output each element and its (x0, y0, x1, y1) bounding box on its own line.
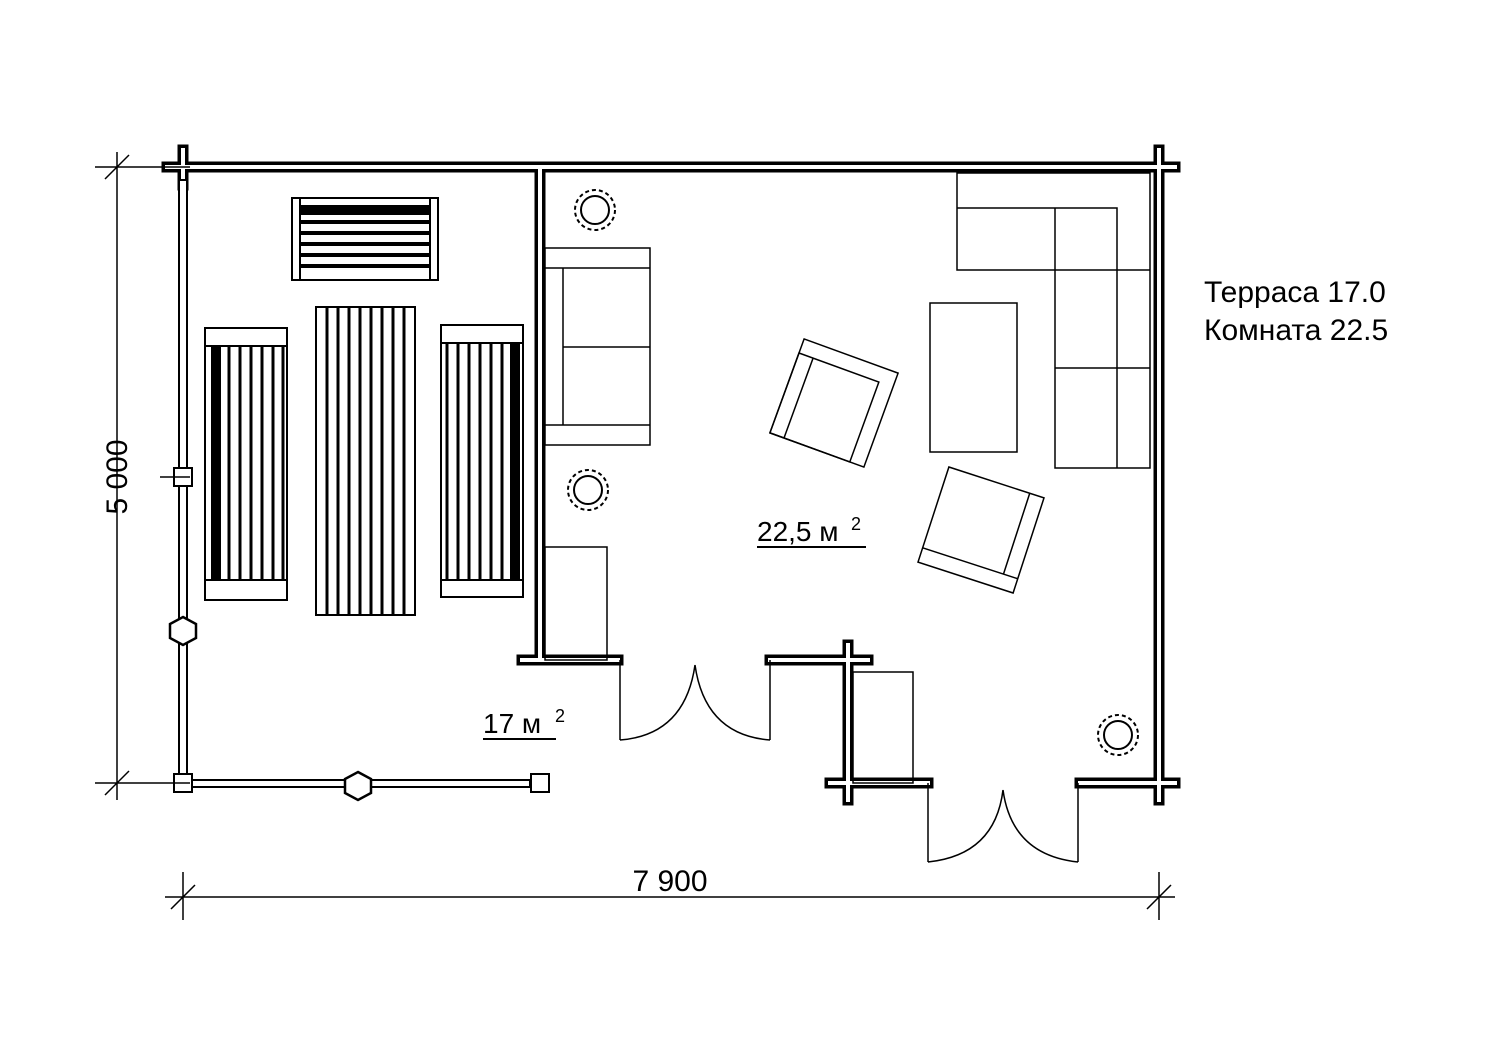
sofa-left (544, 247, 651, 446)
armchair (768, 337, 900, 469)
height-dimension: 5 000 (101, 439, 134, 514)
svg-text:22,5 м: 22,5 м (757, 516, 839, 547)
armchair (917, 466, 1045, 594)
dimension-horizontal: 7 900 (165, 865, 1175, 920)
door-1 (619, 660, 771, 741)
column-hex (343, 770, 373, 802)
coffee-table (929, 302, 1018, 453)
legend-terrace: Терраса 17.0 (1204, 276, 1386, 309)
terrace-bench-top (291, 197, 439, 281)
terrace-bench-right (440, 324, 524, 598)
room-area-label: 22,5 м 2 (757, 514, 866, 548)
terrace-table (315, 306, 416, 616)
width-dimension: 7 900 (632, 865, 707, 898)
cabinet (544, 546, 608, 661)
legend-room: Комната 22.5 (1204, 314, 1388, 347)
svg-text:17 м: 17 м (483, 708, 541, 739)
door-2 (927, 783, 1079, 863)
plant-icon (1097, 714, 1139, 756)
terrace-bench-left (204, 327, 288, 601)
svg-text:2: 2 (851, 514, 861, 534)
terrace-area-label: 17 м 2 (483, 706, 565, 740)
plant-icon (567, 469, 609, 511)
dimension-vertical: 5 000 (95, 152, 190, 800)
column-hex (168, 615, 198, 647)
corner-sofa (956, 172, 1151, 469)
post (530, 773, 550, 793)
plant-icon (574, 189, 616, 231)
cabinet (852, 671, 914, 784)
svg-text:2: 2 (555, 706, 565, 726)
